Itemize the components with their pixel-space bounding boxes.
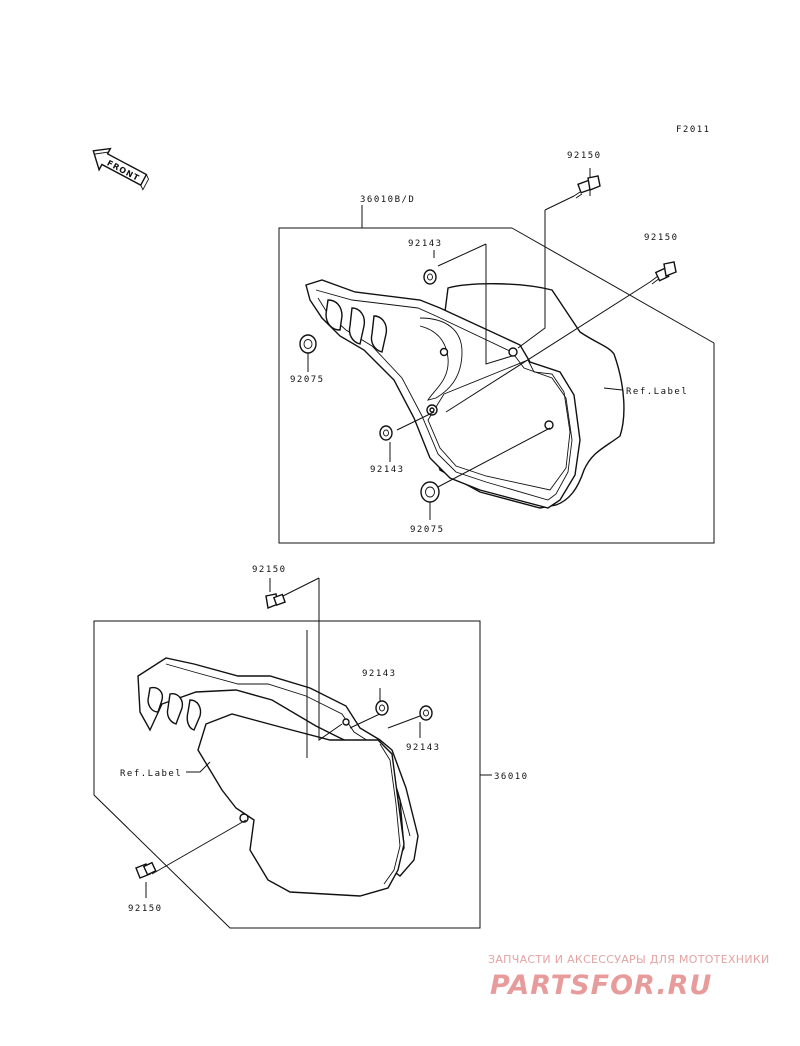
lower-assembly-label: 36010: [494, 772, 529, 782]
upper-screw-right-icon: [649, 261, 677, 285]
upper-grommet-top-label: 92143: [408, 239, 443, 249]
upper-bushing-left-label: 92075: [290, 375, 325, 385]
upper-screw-right-label: 92150: [644, 233, 679, 243]
lower-frame-box: [93, 620, 481, 929]
lower-screw-bottom-label: 92150: [128, 904, 163, 914]
upper-bushing-bottom-label: 92075: [410, 525, 445, 535]
upper-bushing-left-icon: [299, 334, 317, 354]
upper-assembly-label: 36010B/D: [360, 195, 415, 205]
lower-ref-label: Ref.Label: [120, 769, 182, 779]
lower-screw-top-label: 92150: [252, 565, 287, 575]
lower-grommet-a-label: 92143: [362, 669, 397, 679]
front-arrow-icon: FRONT: [92, 147, 150, 191]
upper-grommet-top-icon: [423, 269, 437, 285]
lower-side-cover-group: 92150 92143 92143 Ref.Label 36010 92150: [93, 565, 529, 929]
lower-screw-bottom-icon: [135, 861, 157, 879]
watermark: ЗАПЧАСТИ И АКСЕССУАРЫ ДЛЯ МОТОТЕХНИКИ PA…: [488, 953, 770, 1001]
lower-grommet-b-icon: [419, 705, 433, 721]
upper-ref-label: Ref.Label: [626, 387, 688, 397]
upper-bushing-bottom-icon: [420, 481, 440, 503]
lower-grommet-b-label: 92143: [406, 743, 441, 753]
upper-frame-box: [278, 227, 715, 544]
upper-side-cover-group: 36010B/D 92150 92150 92143 92075 Ref.Lab…: [278, 151, 715, 544]
diagram-code: F2011: [676, 125, 711, 135]
lower-grommet-a-icon: [375, 700, 389, 716]
upper-screw-top-icon: [573, 175, 601, 199]
upper-grommet-mid-icon: [379, 425, 393, 441]
lower-cover-panel: [197, 713, 405, 897]
watermark-tagline: ЗАПЧАСТИ И АКСЕССУАРЫ ДЛЯ МОТОТЕХНИКИ: [488, 953, 770, 966]
upper-grommet-mid-label: 92143: [370, 465, 405, 475]
watermark-site: PARTSFOR.RU: [490, 970, 712, 1001]
upper-screw-top-label: 92150: [567, 151, 602, 161]
lower-screw-top-icon: [265, 593, 286, 609]
